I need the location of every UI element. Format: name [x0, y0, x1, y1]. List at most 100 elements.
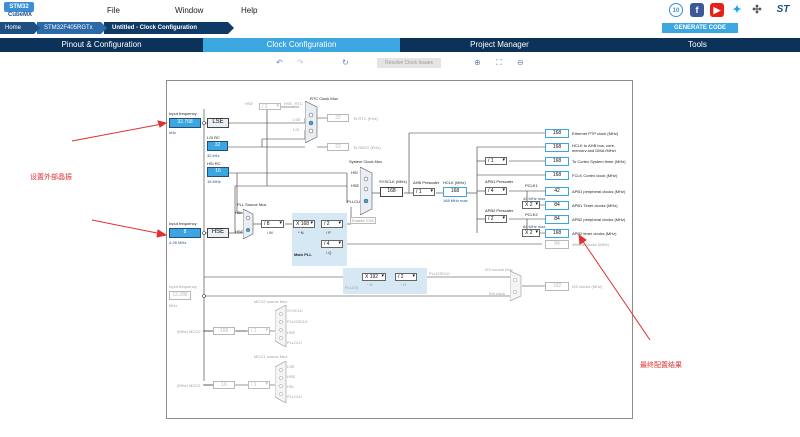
- redo-icon[interactable]: ↷: [297, 58, 304, 67]
- youtube-icon[interactable]: ▶: [710, 3, 724, 17]
- fclk-label: FCLK Cortex clock (MHz): [572, 173, 618, 178]
- cortex-timer-value[interactable]: 168: [545, 157, 569, 166]
- apb2-peripheral-label: APB2 peripheral clocks (MHz): [572, 217, 626, 222]
- hclk-ahb-label: HCLK to AHB bus, core, memory and DMA (M…: [572, 143, 617, 152]
- apb2-timer-multiplier[interactable]: X 2: [522, 229, 540, 237]
- pll-source-mux[interactable]: [243, 209, 254, 239]
- pllp-select[interactable]: / 2: [321, 220, 343, 228]
- plli2s-n-label: * N: [367, 282, 373, 287]
- apb1-peripheral-value[interactable]: 42: [545, 187, 569, 196]
- apb1-timer-value[interactable]: 84: [545, 201, 569, 210]
- lse-block: LSE: [207, 118, 229, 128]
- menu-window[interactable]: Window: [175, 6, 204, 15]
- mco1-input-hsi: HSI: [287, 384, 294, 389]
- hclk-label: HCLK (MHz): [443, 180, 466, 185]
- rtc-input-hse-rtc: HSE_RTC: [284, 101, 303, 106]
- apb2-prescaler-select[interactable]: / 2: [485, 215, 507, 223]
- stm32cubemx-logo: STM32 CubeMX: [4, 2, 36, 21]
- apb1-prescaler-select[interactable]: / 4: [485, 187, 507, 195]
- apb1-timer-label: APB1 Timer clocks (MHz): [572, 203, 618, 208]
- st-logo-icon[interactable]: ST: [772, 3, 794, 17]
- mco2-source-mux[interactable]: [275, 305, 287, 347]
- tab-tools[interactable]: Tools: [688, 40, 707, 49]
- hse-frequency-input[interactable]: 8: [169, 228, 201, 238]
- tab-project-manager[interactable]: Project Manager: [470, 40, 529, 49]
- sysclk-label: SYSCLK (MHz): [379, 179, 407, 184]
- hclk-value[interactable]: 168: [443, 187, 467, 197]
- apb1-timer-multiplier[interactable]: X 2: [522, 201, 540, 209]
- menu-file[interactable]: File: [107, 6, 120, 15]
- mco2-input-sysclk: SYSCLK: [287, 308, 303, 313]
- annotation-final-result: 最终配置结果: [640, 362, 682, 369]
- rtc-input-lsi: LSI: [293, 127, 300, 132]
- clock-tree-canvas: Input frequency 32.768 kHz LSE LSI RC 32…: [166, 80, 633, 419]
- sysmux-input-pllclk: PLLCLK: [347, 199, 362, 204]
- mco2-input-plli2sclk: PLLI2SCLK: [287, 319, 308, 324]
- network-icon[interactable]: ✣: [750, 3, 764, 17]
- hsi-unit: 16 MHz: [207, 179, 221, 184]
- zoom-out-icon[interactable]: ⊖: [517, 58, 524, 67]
- zoom-in-icon[interactable]: ⊕: [474, 58, 481, 67]
- mco1-label: (MHz) MCO1: [177, 383, 201, 388]
- sysclk-value[interactable]: 168: [380, 187, 403, 197]
- breadcrumb-device[interactable]: STM32F405RGTx: [37, 22, 107, 34]
- hclk-ahb-value[interactable]: 168: [545, 143, 569, 152]
- plli2s-r-select[interactable]: / 2: [395, 273, 417, 281]
- pll-source-mux-title: PLL Source Mux: [237, 202, 267, 207]
- mco1-source-mux[interactable]: [275, 361, 287, 403]
- plli2s-n-select[interactable]: X 192: [362, 273, 386, 281]
- logo-text-bottom: CubeMX: [8, 12, 32, 18]
- apb2-timer-label: APB2 timer clocks (MHz): [572, 231, 617, 236]
- mco2-divider[interactable]: / 1: [248, 327, 270, 335]
- clock-48mhz-value[interactable]: 84: [545, 240, 569, 249]
- pllq-select[interactable]: / 4: [321, 240, 343, 248]
- apb2-timer-value[interactable]: 168: [545, 229, 569, 238]
- plln-select[interactable]: X 168: [293, 220, 315, 228]
- ext-clock-frequency-input[interactable]: 12.288: [169, 291, 191, 300]
- lsi-title: LSI RC: [207, 135, 220, 140]
- reset-icon[interactable]: ↻: [342, 58, 349, 67]
- ahb-prescaler-select[interactable]: / 1: [413, 188, 435, 196]
- ext-clock-label: Ext.clock: [489, 291, 506, 296]
- fclk-value[interactable]: 168: [545, 171, 569, 180]
- tab-clock-configuration[interactable]: Clock Configuration: [203, 38, 400, 52]
- ethernet-ptp-label: Ethernet PTP clock (MHz): [572, 131, 619, 136]
- pclk1-max: 42 MHz max: [523, 196, 546, 201]
- clock-tree-wires: [202, 106, 545, 386]
- facebook-icon[interactable]: f: [690, 3, 704, 17]
- ext-clock-unit: MHz: [169, 303, 178, 308]
- mco1-divider[interactable]: / 1: [248, 381, 270, 389]
- anniversary-icon[interactable]: 10: [669, 3, 683, 17]
- twitter-icon[interactable]: ✦: [730, 3, 744, 17]
- lse-unit: kHz: [169, 130, 176, 135]
- menu-bar: STM32 CubeMX File Window Help 10 f ▶ ✦ ✣…: [0, 0, 800, 22]
- to-iwdg-label: To IWDG (KHz): [353, 145, 381, 150]
- i2s-clocks-label: I2S clocks (MHz): [572, 284, 603, 289]
- undo-icon[interactable]: ↶: [276, 58, 283, 67]
- apb2-peripheral-value[interactable]: 84: [545, 215, 569, 224]
- plln-label: * N: [298, 230, 304, 235]
- generate-code-button[interactable]: GENERATE CODE: [662, 23, 738, 33]
- fit-icon[interactable]: ⛶: [496, 58, 502, 67]
- mco1-input-hse: HSE: [287, 374, 296, 379]
- system-clock-mux[interactable]: [360, 167, 373, 215]
- i2s-source-mux[interactable]: [510, 271, 522, 301]
- ethernet-ptp-value[interactable]: 168: [545, 129, 569, 138]
- pllq-label: / Q: [326, 250, 332, 255]
- rtc-clock-mux[interactable]: [305, 101, 318, 143]
- breadcrumb-home[interactable]: Home: [0, 22, 40, 34]
- tab-pinout[interactable]: Pinout & Configuration: [61, 40, 142, 49]
- menu-help[interactable]: Help: [241, 6, 258, 15]
- resolve-clock-issues-button[interactable]: Resolve Clock Issues: [377, 58, 441, 68]
- pllm-select[interactable]: / 8: [261, 220, 284, 228]
- plli2sclk-label: PLLI2SCLK: [429, 271, 450, 276]
- rtc-hse-divider[interactable]: / 2: [259, 103, 281, 110]
- lse-frequency-input[interactable]: 32.768: [169, 118, 201, 128]
- enable-css-button[interactable]: Enable CSS: [350, 217, 376, 224]
- cortex-timer-divider[interactable]: / 1: [485, 157, 507, 165]
- breadcrumb-page[interactable]: Untitled - Clock Configuration: [104, 22, 234, 34]
- i2s-source-mux-title: I2S source Mux: [485, 267, 513, 272]
- apb1-peripheral-label: APB1 peripheral clocks (MHz): [572, 189, 626, 194]
- ahb-prescaler-label: AHB Prescaler: [413, 180, 440, 185]
